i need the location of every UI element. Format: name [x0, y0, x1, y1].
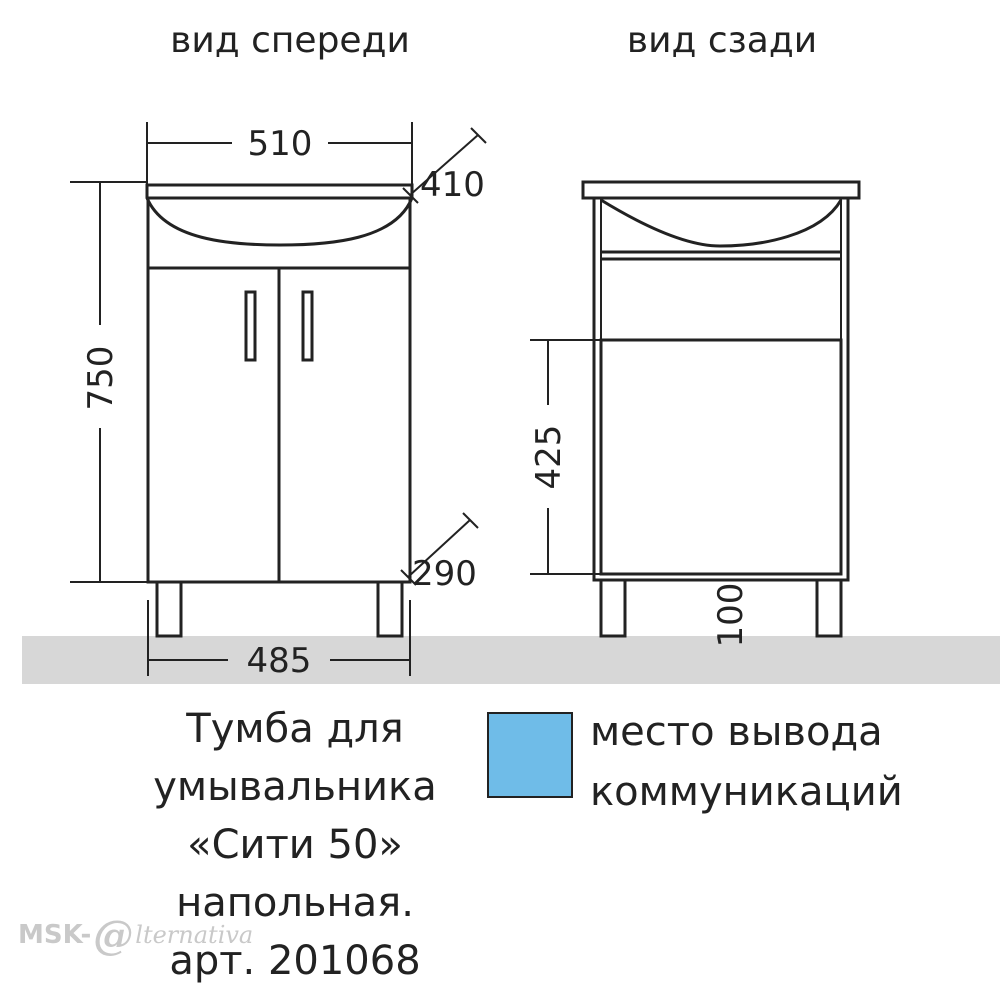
caption-line-1: Тумба для	[186, 706, 404, 752]
front-basin	[145, 183, 414, 247]
legend-line-2: коммуникаций	[590, 769, 903, 815]
dim-410-tick-b	[470, 127, 487, 144]
dim-290-line	[407, 519, 471, 578]
communication-area	[599, 338, 843, 576]
watermark-rest: lternativa	[135, 921, 254, 949]
front-left-leg	[155, 580, 183, 638]
back-right-leg	[815, 578, 843, 638]
caption-line-5: арт. 201068	[169, 938, 421, 984]
front-view-title: вид спереди	[170, 20, 410, 61]
dim-510-label: 510	[248, 124, 313, 164]
watermark-at-icon: @	[93, 912, 134, 959]
legend-swatch	[487, 712, 573, 798]
dim-750-label: 750	[81, 346, 121, 411]
dim-485-label: 485	[247, 641, 312, 681]
legend-text: место вывода коммуникаций	[590, 702, 903, 822]
front-view: 510 410 750 290 485	[70, 122, 487, 681]
back-view: 425 100	[529, 180, 861, 648]
dim-410-tick-a	[402, 187, 419, 204]
back-top-slab	[581, 180, 861, 200]
watermark: MSK-@lternativa	[18, 912, 253, 959]
legend-line-1: место вывода	[590, 709, 883, 755]
product-caption: Тумба для умывальника «Сити 50» напольна…	[110, 700, 480, 990]
back-frame	[592, 196, 850, 582]
caption-line-2: умывальника	[153, 764, 437, 810]
front-right-leg	[376, 580, 404, 638]
dim-290-label: 290	[412, 554, 477, 594]
dim-425-label: 425	[529, 425, 569, 490]
back-left-leg	[599, 578, 627, 638]
caption-line-4: напольная.	[176, 880, 414, 926]
right-door-handle	[301, 290, 314, 362]
dim-290-tick-a	[400, 569, 417, 586]
dim-410-label: 410	[420, 165, 485, 205]
left-door-handle	[244, 290, 257, 362]
back-view-title: вид сзади	[627, 20, 817, 61]
back-basin	[600, 198, 843, 248]
watermark-prefix: MSK-	[18, 920, 92, 950]
dim-410-line	[409, 134, 479, 196]
caption-line-3: «Сити 50»	[187, 822, 403, 868]
dim-290-tick-b	[462, 512, 479, 529]
dim-100-label: 100	[711, 583, 751, 648]
